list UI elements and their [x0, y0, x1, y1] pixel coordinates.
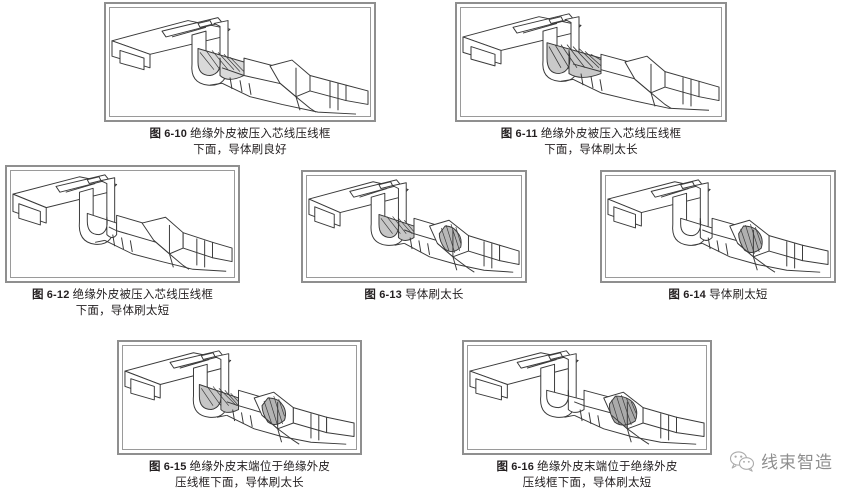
caption-line-1: 图 6-10 绝缘外皮被压入芯线压线框: [104, 126, 376, 142]
caption-text: 绝缘外皮被压入芯线压线框: [540, 128, 682, 140]
figure-frame: [104, 2, 376, 122]
figure-frame: [455, 2, 727, 122]
caption-line-1: 图 6-11 绝缘外皮被压入芯线压线框: [455, 126, 727, 142]
figure-6-12: 图 6-12 绝缘外皮被压入芯线压线框 下面，导体刷太短: [5, 165, 240, 319]
crimp-terminal-drawing: [308, 179, 520, 273]
figure-drawing-6-15: [122, 345, 357, 450]
figure-drawing-6-12: [10, 170, 235, 278]
caption-text: 导体刷太短: [709, 289, 768, 301]
figure-frame: [117, 340, 362, 455]
wechat-icon-glyph: [729, 450, 755, 472]
caption-number: 6-14: [683, 289, 707, 301]
figure-drawing-6-10: [109, 7, 371, 117]
caption-line-1: 图 6-16 绝缘外皮末端位于绝缘外皮: [462, 459, 712, 475]
caption-label: 图: [668, 289, 681, 301]
figure-drawing-6-13: [306, 175, 522, 278]
caption-line-1: 图 6-14 导体刷太短: [600, 287, 836, 303]
caption-text: 绝缘外皮末端位于绝缘外皮: [189, 461, 331, 473]
caption-text: 导体刷太长: [405, 289, 464, 301]
caption-line-1: 图 6-12 绝缘外皮被压入芯线压线框: [5, 287, 240, 303]
caption-number: 6-11: [515, 128, 538, 140]
caption-label: 图: [496, 461, 509, 473]
caption-label: 图: [149, 128, 162, 140]
caption-line-2: 压线框下面，导体刷太短: [522, 477, 652, 489]
figure-6-15: 图 6-15 绝缘外皮末端位于绝缘外皮 压线框下面，导体刷太长: [117, 340, 362, 491]
figure-6-11: 图 6-11 绝缘外皮被压入芯线压线框 下面，导体刷太长: [455, 2, 727, 158]
figure-caption-6-11: 图 6-11 绝缘外皮被压入芯线压线框 下面，导体刷太长: [455, 122, 727, 158]
figure-frame: [600, 170, 836, 283]
caption-text: 绝缘外皮被压入芯线压线框: [190, 128, 331, 140]
crimp-terminal-drawing: [469, 350, 705, 445]
figure-frame: [301, 170, 527, 283]
figure-caption-6-13: 图 6-13 导体刷太长: [301, 283, 527, 303]
watermark: 线束智造: [729, 448, 833, 473]
figure-6-16: 图 6-16 绝缘外皮末端位于绝缘外皮 压线框下面，导体刷太短: [462, 340, 712, 491]
caption-line-2: 压线框下面，导体刷太长: [175, 477, 304, 489]
caption-line-1: 图 6-15 绝缘外皮末端位于绝缘外皮: [117, 459, 362, 475]
caption-line-1: 图 6-13 导体刷太长: [301, 287, 527, 303]
figure-drawing-6-16: [467, 345, 707, 450]
figure-frame: [5, 165, 240, 283]
figure-frame: [462, 340, 712, 455]
crimp-terminal-drawing: [124, 350, 355, 445]
caption-number: 6-12: [46, 289, 70, 301]
caption-label: 图: [500, 128, 513, 140]
caption-line-2: 下面，导体刷太短: [75, 305, 170, 317]
caption-number: 6-15: [163, 461, 187, 473]
caption-text: 绝缘外皮被压入芯线压线框: [72, 289, 214, 301]
figure-caption-6-10: 图 6-10 绝缘外皮被压入芯线压线框 下面，导体刷良好: [104, 122, 376, 158]
caption-text: 绝缘外皮末端位于绝缘外皮: [537, 461, 678, 473]
figure-6-14: 图 6-14 导体刷太短: [600, 170, 836, 303]
caption-label: 图: [148, 461, 161, 473]
caption-number: 6-10: [164, 128, 188, 140]
figure-caption-6-15: 图 6-15 绝缘外皮末端位于绝缘外皮 压线框下面，导体刷太长: [117, 455, 362, 491]
caption-line-2: 下面，导体刷太长: [544, 144, 638, 156]
caption-number: 6-16: [511, 461, 535, 473]
crimp-terminal-drawing: [111, 17, 369, 115]
wechat-icon: [729, 450, 755, 472]
caption-number: 6-13: [379, 289, 403, 301]
figure-drawing-6-14: [605, 175, 831, 278]
caption-label: 图: [364, 289, 377, 301]
watermark-text: 线束智造: [761, 453, 833, 473]
crimp-terminal-drawing: [607, 179, 829, 273]
figure-caption-6-16: 图 6-16 绝缘外皮末端位于绝缘外皮 压线框下面，导体刷太短: [462, 455, 712, 491]
figure-6-10: 图 6-10 绝缘外皮被压入芯线压线框 下面，导体刷良好: [104, 2, 376, 158]
crimp-terminal-drawing: [12, 174, 233, 272]
figure-caption-6-12: 图 6-12 绝缘外皮被压入芯线压线框 下面，导体刷太短: [5, 283, 240, 319]
caption-line-2: 下面，导体刷良好: [193, 144, 287, 156]
figure-6-13: 图 6-13 导体刷太长: [301, 170, 527, 303]
figure-drawing-6-11: [460, 7, 722, 117]
caption-label: 图: [31, 289, 44, 301]
figure-caption-6-14: 图 6-14 导体刷太短: [600, 283, 836, 303]
crimp-terminal-drawing: [462, 13, 720, 111]
